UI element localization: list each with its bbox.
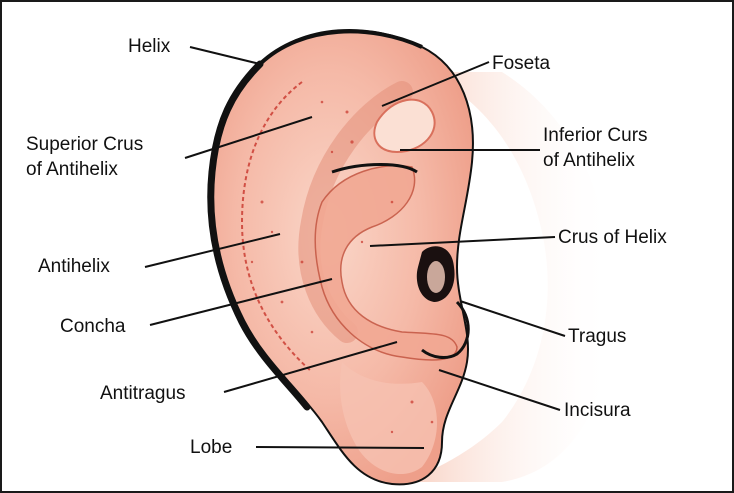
label-inferior-crus-line2: of Antihelix: [543, 148, 648, 173]
label-crus-of-helix: Crus of Helix: [558, 226, 667, 250]
label-helix: Helix: [128, 35, 170, 59]
label-inferior-crus: Inferior Curs of Antihelix: [543, 123, 648, 173]
label-inferior-crus-line1: Inferior Curs: [543, 123, 648, 148]
label-superior-crus: Superior Crus of Antihelix: [26, 132, 143, 182]
leader-lobe: [256, 447, 424, 448]
label-antihelix: Antihelix: [38, 255, 110, 279]
label-antitragus: Antitragus: [100, 382, 186, 406]
label-concha: Concha: [60, 315, 126, 339]
label-superior-crus-line1: Superior Crus: [26, 132, 143, 157]
label-tragus: Tragus: [568, 325, 626, 349]
label-superior-crus-line2: of Antihelix: [26, 157, 143, 182]
label-lobe: Lobe: [190, 436, 232, 460]
leader-helix: [190, 47, 260, 64]
label-incisura: Incisura: [564, 399, 631, 423]
label-foseta: Foseta: [492, 52, 550, 76]
